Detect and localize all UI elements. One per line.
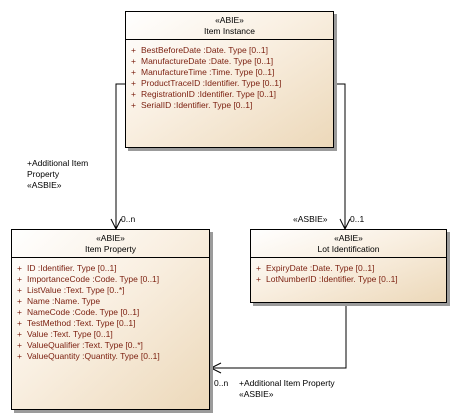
attribute-text: ManufactureTime :Time. Type [0..1] bbox=[141, 67, 275, 77]
visibility-public: + bbox=[256, 263, 261, 273]
association-line-instance-lot[interactable] bbox=[333, 83, 346, 229]
attribute-text: ValueQualifier :Text. Type [0..*] bbox=[27, 340, 143, 350]
visibility-public: + bbox=[131, 56, 136, 66]
visibility-public: + bbox=[131, 100, 136, 110]
attribute-text: RegistrationID :Identifier. Type [0..1] bbox=[141, 89, 276, 99]
attribute-row[interactable]: + ID :Identifier. Type [0..1] bbox=[12, 263, 209, 274]
attribute-row[interactable]: + Value :Text. Type [0..1] bbox=[12, 329, 209, 340]
role-name: +Additional Item Property bbox=[239, 378, 335, 388]
association-line-instance-property[interactable] bbox=[115, 83, 125, 229]
attribute-text: TestMethod :Text. Type [0..1] bbox=[27, 318, 136, 328]
arrowhead-lot-property bbox=[209, 362, 222, 374]
attribute-row[interactable]: + NameCode :Code. Type [0..1] bbox=[12, 307, 209, 318]
attribute-text: Value :Text. Type [0..1] bbox=[27, 329, 113, 339]
attribute-row[interactable]: + SerialID :Identifier. Type [0..1] bbox=[126, 100, 333, 111]
multiplicity-instance-lot: 0..1 bbox=[350, 214, 365, 224]
class-stereotype: «ABIE» bbox=[334, 233, 363, 243]
visibility-public: + bbox=[17, 340, 22, 350]
association-stereotype: «ASBIE» bbox=[27, 180, 62, 190]
visibility-public: + bbox=[131, 78, 136, 88]
attribute-row[interactable]: + ValueQualifier :Text. Type [0..*] bbox=[12, 340, 209, 351]
visibility-public: + bbox=[17, 318, 22, 328]
attribute-row[interactable]: + ExpiryDate :Date. Type [0..1] bbox=[251, 263, 446, 274]
attribute-row[interactable]: + LotNumberID :Identifier. Type [0..1] bbox=[251, 274, 446, 285]
visibility-public: + bbox=[17, 296, 22, 306]
class-name: Item Instance bbox=[203, 26, 256, 36]
role-name-line1: +Additional Item bbox=[27, 158, 89, 168]
class-name: Lot Identification bbox=[317, 244, 380, 254]
attribute-row[interactable]: + ProductTraceID :Identifier. Type [0..1] bbox=[126, 78, 333, 89]
class-item-instance[interactable]: «ABIE» Item Instance + BestBeforeDate :Da… bbox=[125, 11, 334, 148]
class-lot-identification[interactable]: «ABIE» Lot Identification + ExpiryDate :D… bbox=[250, 229, 447, 303]
attribute-text: BestBeforeDate :Date. Type [0..1] bbox=[141, 45, 268, 55]
attribute-text: ProductTraceID :Identifier. Type [0..1] bbox=[141, 78, 282, 88]
attribute-text: LotNumberID :Identifier. Type [0..1] bbox=[266, 274, 398, 284]
visibility-public: + bbox=[17, 274, 22, 284]
attribute-text: ExpiryDate :Date. Type [0..1] bbox=[266, 263, 375, 273]
attribute-text: ListValue :Text. Type [0..*] bbox=[27, 285, 125, 295]
attribute-row[interactable]: + RegistrationID :Identifier. Type [0..1] bbox=[126, 89, 333, 100]
association-stereotype-lot: «ASBIE» bbox=[293, 214, 328, 224]
attribute-text: ImportanceCode :Code. Type [0..1] bbox=[27, 274, 160, 284]
role-label-additional-item-property: +Additional Item Property «ASBIE» bbox=[27, 158, 88, 191]
attribute-list: + ID :Identifier. Type [0..1] + Importance… bbox=[12, 258, 209, 362]
attribute-text: SerialID :Identifier. Type [0..1] bbox=[141, 100, 253, 110]
visibility-public: + bbox=[17, 351, 22, 361]
visibility-public: + bbox=[17, 285, 22, 295]
class-stereotype: «ABIE» bbox=[215, 15, 244, 25]
attribute-row[interactable]: + Name :Name. Type bbox=[12, 296, 209, 307]
attribute-row[interactable]: + BestBeforeDate :Date. Type [0..1] bbox=[126, 45, 333, 56]
visibility-public: + bbox=[131, 45, 136, 55]
role-label-lot-property: +Additional Item Property «ASBIE» bbox=[239, 378, 335, 400]
visibility-public: + bbox=[17, 329, 22, 339]
visibility-public: + bbox=[131, 67, 136, 77]
visibility-public: + bbox=[256, 274, 261, 284]
class-name: Item Property bbox=[84, 244, 137, 254]
attribute-row[interactable]: + ListValue :Text. Type [0..*] bbox=[12, 285, 209, 296]
visibility-public: + bbox=[17, 307, 22, 317]
multiplicity-lot-property: 0..n bbox=[214, 378, 229, 388]
attribute-text: ManufactureDate :Date. Type [0..1] bbox=[141, 56, 274, 66]
attribute-row[interactable]: + TestMethod :Text. Type [0..1] bbox=[12, 318, 209, 329]
role-name-line2: Property bbox=[27, 169, 60, 179]
visibility-public: + bbox=[131, 89, 136, 99]
attribute-text: ValueQuantity :Quantity. Type [0..1] bbox=[27, 351, 160, 361]
class-item-property[interactable]: «ABIE» Item Property + ID :Identifier. Ty… bbox=[11, 229, 210, 410]
visibility-public: + bbox=[17, 263, 22, 273]
attribute-list: + BestBeforeDate :Date. Type [0..1] + Manu… bbox=[126, 40, 333, 111]
attribute-text: Name :Name. Type bbox=[27, 296, 101, 306]
association-stereotype: «ASBIE» bbox=[239, 389, 274, 399]
class-stereotype: «ABIE» bbox=[96, 233, 125, 243]
attribute-list: + ExpiryDate :Date. Type [0..1] + LotNumbe… bbox=[251, 258, 446, 285]
attribute-row[interactable]: + ImportanceCode :Code. Type [0..1] bbox=[12, 274, 209, 285]
attribute-text: NameCode :Code. Type [0..1] bbox=[27, 307, 140, 317]
multiplicity-instance-property: 0..n bbox=[121, 214, 136, 224]
class-header: «ABIE» Lot Identification bbox=[251, 230, 446, 258]
class-header: «ABIE» Item Property bbox=[12, 230, 209, 258]
attribute-row[interactable]: + ManufactureTime :Time. Type [0..1] bbox=[126, 67, 333, 78]
attribute-row[interactable]: + ManufactureDate :Date. Type [0..1] bbox=[126, 56, 333, 67]
attribute-text: ID :Identifier. Type [0..1] bbox=[27, 263, 117, 273]
attribute-row[interactable]: + ValueQuantity :Quantity. Type [0..1] bbox=[12, 351, 209, 362]
association-line-lot-property[interactable] bbox=[211, 302, 347, 369]
class-header: «ABIE» Item Instance bbox=[126, 12, 333, 40]
